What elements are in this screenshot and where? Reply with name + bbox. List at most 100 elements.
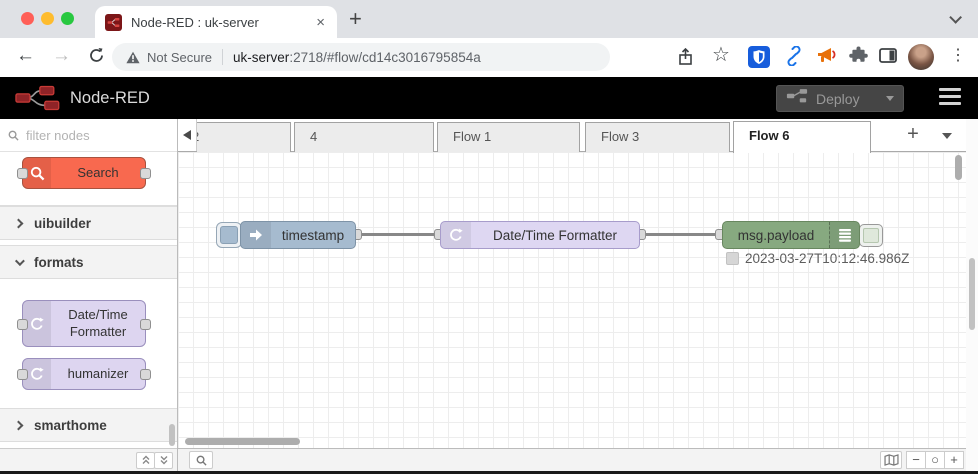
flow-editor: 2 4 Flow 1 Flow 3 Flow 6 + xyxy=(178,119,978,471)
filter-nodes-input[interactable] xyxy=(26,127,156,143)
debug-enable-toggle[interactable] xyxy=(859,224,883,247)
forward-icon[interactable]: → xyxy=(52,45,71,66)
chevron-down-icon xyxy=(14,255,25,266)
node-status-text: 2023-03-27T10:12:46.986Z xyxy=(745,251,910,266)
address-bar[interactable]: Not Secure uk-server:2718/#flow/cd14c301… xyxy=(112,43,610,71)
chevron-right-icon xyxy=(13,218,24,228)
collapse-all-button[interactable] xyxy=(136,451,155,469)
flow-tab-partial[interactable]: 2 xyxy=(197,122,291,152)
canvas-vertical-scrollbar[interactable] xyxy=(955,155,962,180)
flow-tab-4[interactable]: 4 xyxy=(294,122,434,152)
palette-node-label: humanizer xyxy=(67,365,129,381)
category-label: uibuilder xyxy=(34,215,91,231)
timer-icon xyxy=(23,301,51,346)
deploy-button[interactable]: Deploy xyxy=(776,85,904,112)
extensions-puzzle-icon[interactable] xyxy=(849,46,868,70)
inject-arrow-icon xyxy=(241,222,271,248)
app-title: Node-RED xyxy=(70,89,150,107)
bitwarden-extension-icon[interactable] xyxy=(748,46,770,73)
node-output-port[interactable] xyxy=(140,168,151,179)
wire[interactable] xyxy=(640,233,720,236)
tab-scroll-left-button[interactable] xyxy=(178,119,197,151)
flow-canvas[interactable]: timestamp Date/Time Formatter msg.payloa… xyxy=(178,152,966,448)
inject-trigger-button[interactable] xyxy=(216,222,242,248)
category-label: smarthome xyxy=(34,417,107,433)
new-tab-icon[interactable]: + xyxy=(349,6,362,31)
zoom-controls: − ○ + xyxy=(906,451,964,469)
not-secure-warning-icon[interactable] xyxy=(126,51,140,64)
side-panel-icon[interactable] xyxy=(879,48,897,68)
flow-list-dropdown-icon[interactable] xyxy=(942,133,952,144)
flow-tab-label: Flow 1 xyxy=(453,129,492,144)
deploy-icon xyxy=(786,88,808,109)
palette-scrollbar[interactable] xyxy=(169,424,175,446)
bookmark-star-icon[interactable]: ☆ xyxy=(712,44,730,66)
deploy-label: Deploy xyxy=(816,90,860,107)
node-output-port[interactable] xyxy=(140,318,151,330)
chevron-right-icon xyxy=(13,420,24,430)
node-input-port[interactable] xyxy=(17,318,28,330)
tab-close-icon[interactable]: × xyxy=(316,13,325,31)
canvas-horizontal-scrollbar[interactable] xyxy=(185,438,300,445)
minimap-toggle-button[interactable] xyxy=(880,451,902,469)
canvas-footer: − ○ + xyxy=(178,448,978,471)
zoom-in-button[interactable]: + xyxy=(944,451,964,469)
timer-icon xyxy=(441,222,471,248)
node-palette: Search uibuilder formats Date/Time Forma… xyxy=(0,119,178,471)
palette-node-search[interactable]: Search xyxy=(17,157,151,189)
debug-node-msg-payload[interactable]: msg.payload xyxy=(722,221,860,249)
node-input-port[interactable] xyxy=(17,168,28,179)
palette-node-datetime-formatter[interactable]: Date/Time Formatter xyxy=(17,300,151,347)
palette-filter[interactable] xyxy=(0,119,177,152)
flow-tab-flow1[interactable]: Flow 1 xyxy=(437,122,580,152)
flow-tab-flow3[interactable]: Flow 3 xyxy=(585,122,730,152)
expand-all-button[interactable] xyxy=(154,451,173,469)
palette-category-uibuilder[interactable]: uibuilder xyxy=(0,206,177,240)
link-extension-icon[interactable] xyxy=(784,45,804,71)
zoom-out-button[interactable]: − xyxy=(906,451,926,469)
mac-titlebar: Node-RED : uk-server × + xyxy=(0,0,978,38)
deploy-dropdown-icon[interactable] xyxy=(886,96,894,105)
share-icon[interactable] xyxy=(678,47,693,71)
inject-node-timestamp[interactable]: timestamp xyxy=(240,221,356,249)
node-red-header: Node-RED Deploy xyxy=(0,77,978,119)
palette-category-smarthome[interactable]: smarthome xyxy=(0,408,177,442)
page-scrollbar[interactable] xyxy=(966,119,978,471)
canvas-search-button[interactable] xyxy=(189,451,213,469)
flow-tab-flow6-active[interactable]: Flow 6 xyxy=(733,121,871,153)
megaphone-extension-icon[interactable] xyxy=(816,46,837,70)
node-label: timestamp xyxy=(281,227,345,243)
mac-minimize-button[interactable] xyxy=(41,12,54,25)
flow-tab-label: Flow 6 xyxy=(749,128,790,143)
profile-avatar[interactable] xyxy=(908,44,934,70)
node-label: msg.payload xyxy=(737,227,815,243)
window-bottom-edge xyxy=(0,471,978,474)
palette-node-label: Search xyxy=(77,164,119,180)
node-input-port[interactable] xyxy=(17,369,28,380)
formatter-node[interactable]: Date/Time Formatter xyxy=(440,221,640,249)
tab-search-chevron-icon[interactable] xyxy=(949,11,962,24)
node-output-port[interactable] xyxy=(140,369,151,380)
reload-icon[interactable] xyxy=(88,47,105,70)
palette-divider xyxy=(0,205,177,206)
node-label: Date/Time Formatter xyxy=(492,227,618,243)
mac-fullscreen-button[interactable] xyxy=(61,12,74,25)
browser-menu-icon[interactable]: ⋮ xyxy=(950,47,966,64)
node-red-logo-icon xyxy=(14,84,64,117)
palette-node-humanizer[interactable]: humanizer xyxy=(17,358,151,390)
mac-close-button[interactable] xyxy=(21,12,34,25)
main-menu-icon[interactable] xyxy=(939,88,961,109)
flow-tab-label: 2 xyxy=(197,123,199,151)
zoom-reset-button[interactable]: ○ xyxy=(925,451,945,469)
palette-category-formats[interactable]: formats xyxy=(0,245,177,279)
back-icon[interactable]: ← xyxy=(16,45,35,66)
palette-node-label: Date/Time Formatter xyxy=(68,307,128,339)
category-label: formats xyxy=(34,254,84,270)
browser-tab[interactable]: Node-RED : uk-server × xyxy=(95,6,337,38)
browser-toolbar: ← → Not Secure uk-server:2718/#flow/cd14… xyxy=(0,38,978,77)
page-scrollbar-thumb[interactable] xyxy=(969,258,975,330)
wire[interactable] xyxy=(358,233,440,236)
add-flow-button[interactable]: + xyxy=(907,123,919,145)
browser-tab-title: Node-RED : uk-server xyxy=(131,14,259,30)
